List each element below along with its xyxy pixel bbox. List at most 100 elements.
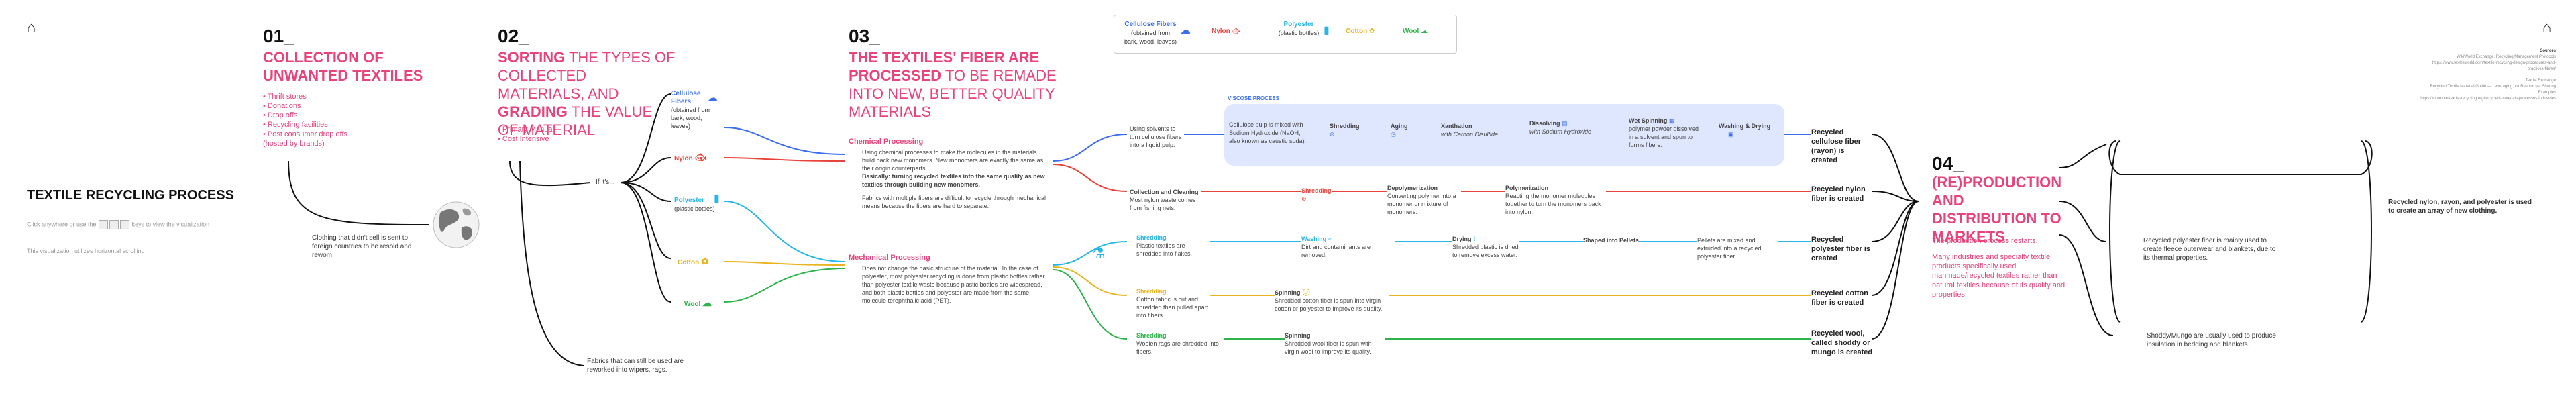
down-key-icon (120, 220, 130, 229)
use-clothing: Recycled nylon, rayon, and polyester is … (2388, 199, 2532, 215)
material-cellulose[interactable]: Cellulose Fibers (obtained from bark, wo… (671, 90, 718, 130)
nylon-depoly-sub: Converting polymer into a monomer or mix… (1387, 193, 1456, 215)
legend-sheep-icon: ☁ (1421, 28, 1428, 35)
legend-polyester: Polyester(plastic bottles) (1275, 21, 1322, 38)
source-line-4[interactable]: Recycled Textile Material Guide — Levera… (2430, 85, 2556, 95)
step2-bullets: • Primary Manual • Cost Intensive (498, 125, 598, 144)
cotton-stage-1: Spinning ◎Shredded cotton fiber is spun … (1275, 287, 1389, 313)
wool-spinning-sub: Shredded wool fiber is spun with virgin … (1285, 340, 1372, 355)
nylon-shredding-label: Shredding (1301, 187, 1332, 194)
fish-icon: 🐟︎ (694, 152, 707, 162)
viscose-aging-label: Aging (1391, 123, 1408, 130)
poly-shredding-label: Shredding (1136, 234, 1167, 241)
result-nylon: Recycled nylon fiber is created (1811, 185, 1866, 203)
cotton-icon: ✿ (701, 256, 709, 266)
chem-title: Chemical Processing (849, 138, 924, 146)
sheep-icon: ☁ (702, 297, 712, 308)
step4-heading-b: AND DISTRIBUTION TO MARKETS (1932, 192, 2061, 245)
sources-block: Sources WikiWorld Exchange, Recycling Ma… (2415, 48, 2556, 102)
mech-text: Does not change the basic structure of t… (862, 265, 1045, 304)
spinner-icon: ▦ (1668, 117, 1675, 124)
material-nylon-label: Nylon (674, 155, 693, 162)
legend-cotton-icon: ✿ (1369, 28, 1375, 35)
cotton-shredding-sub: Cotton fabric is cut and shredded then p… (1136, 296, 1209, 319)
bottle-icon: ▮ (714, 193, 720, 205)
cotton-spool-icon: ◎ (1302, 286, 1311, 297)
use-fleece: Recycled polyester fiber is mainly used … (2143, 237, 2276, 262)
step2-heading-c: GRADING (498, 103, 568, 120)
poly-pellets-label: Shaped into Pellets (1583, 237, 1640, 244)
step2-heading-d: THE VALUE OF MATERIAL (498, 103, 653, 138)
bullet-postconsumer: • Post consumer drop offs (hosted by bra… (263, 130, 347, 148)
viscose-title: VISCOSE PROCESS (1228, 95, 1279, 101)
poly-stage-2: Drying ⌇Shredded plastic is dried to rem… (1452, 235, 1519, 259)
shredder-icon: ⊛ (1330, 131, 1335, 138)
material-nylon[interactable]: Nylon 🐟︎ (674, 152, 707, 163)
material-polyester-label: Polyester (674, 197, 705, 204)
step3-heading-a: THE TEXTILES' FIBER ARE PROCESSED (849, 49, 1040, 84)
material-polyester[interactable]: Polyester (plastic bottles) (674, 197, 715, 213)
cotton-shredding-label: Shredding (1136, 288, 1167, 295)
chem-text3: Fabrics with multiple fibers are difficu… (862, 195, 1046, 209)
material-cellulose-label: Cellulose Fibers (671, 90, 701, 105)
flask-icon: ⚗ (1092, 245, 1106, 262)
poly-shredding-sub: Plastic textiles are shredded into flake… (1136, 242, 1193, 257)
step3-heading: THE TEXTILES' FIBER ARE PROCESSED TO BE … (849, 48, 1063, 121)
mech-title: Mechanical Processing (849, 254, 930, 262)
bullet-recycling: • Recycling facilities (263, 121, 328, 129)
source-line-5[interactable]: https://example-textile-recycling.org/re… (2420, 97, 2556, 101)
step3-heading-b: TO BE REMADE INTO NEW, BETTER QUALITY MA… (849, 67, 1057, 120)
material-wool[interactable]: Wool ☁ (684, 297, 712, 309)
legend-cellulose-label: Cellulose Fibers (1124, 21, 1177, 28)
instruction-post: keys to view the visualization (131, 221, 210, 228)
legend-bottle-icon: ▮ (1324, 25, 1330, 36)
poly-washing-label: Washing (1301, 236, 1327, 242)
result-wool: Recycled wool, called shoddy or mungo is… (1811, 329, 1873, 356)
legend-polyester-label: Polyester (1283, 21, 1314, 28)
step1-bullets: • Thrift stores • Donations • Drop offs … (263, 92, 364, 148)
nylon-lead-sub: Most nylon waste comes from fishing nets… (1130, 197, 1196, 211)
poly-extrude-sub: Pellets are mixed and extruded into a re… (1697, 237, 1762, 260)
sorting-down-line (519, 160, 584, 366)
step2-number: 02_ (498, 25, 529, 46)
cotton-spinning-label: Spinning (1275, 289, 1301, 296)
viscose-shredding-label: Shredding (1330, 123, 1360, 130)
bullet-cost: • Cost Intensive (498, 135, 549, 143)
material-cellulose-sub: (obtained from bark, wood, leaves) (671, 107, 710, 130)
viscose-xanthation-label: Xanthation (1441, 123, 1472, 130)
instruction-pre: Click anywhere or use the (27, 221, 97, 228)
beaker-icon: ▤ (1562, 120, 1568, 127)
step2-heading: SORTING THE TYPES OF COLLECTED MATERIALS… (498, 48, 676, 139)
poly-stage-4: Pellets are mixed and extruded into a re… (1697, 236, 1778, 260)
legend-cotton: Cotton ✿ (1346, 28, 1375, 36)
use-insulation: Shoddy/Mungo are usually used to produce… (2147, 332, 2276, 348)
step2-heading-b: THE TYPES OF COLLECTED MATERIALS, AND (498, 49, 676, 102)
source-line-3[interactable]: Textile Exchange (2525, 79, 2556, 83)
viscose-stage-1: Shredding⊛ (1330, 122, 1360, 138)
poly-stage-1: Washing ≈Dirt and contaminants are remov… (1301, 235, 1395, 259)
source-line-1[interactable]: WikiWorld Exchange, Recycling Management… (2457, 55, 2556, 59)
chemical-processing: Chemical Processing Using chemical proce… (849, 138, 1050, 210)
cotton-spinning-sub: Shredded cotton fiber is spun into virgi… (1275, 297, 1383, 312)
viscose-dissolving-label: Dissolving (1529, 120, 1560, 127)
material-cotton[interactable]: Cotton ✿ (678, 256, 709, 267)
sorting-curve-line (509, 160, 591, 187)
nylon-depoly-label: Depolymerization (1387, 185, 1438, 191)
collection-to-globe-line (288, 160, 430, 225)
tree-icon: ☁ (707, 93, 718, 104)
legend-cellulose-sub: (obtained from bark, wood, leaves) (1124, 30, 1177, 45)
poly-washing-icon: ≈ (1328, 236, 1332, 242)
home-icon-right[interactable]: ⌂ (2542, 19, 2552, 36)
viscose-stage-5: Wet Spinning ▦polymer powder dissolved i… (1629, 117, 1703, 149)
wool-spinning-label: Spinning (1285, 332, 1311, 339)
step4-heading: (RE)PRODUCTION AND DISTRIBUTION TO MARKE… (1932, 173, 2073, 246)
poly-drying-icon: ⌇ (1473, 236, 1477, 242)
wool-shredding-sub: Woolen rags are shredded into fibers. (1136, 340, 1219, 355)
source-line-2[interactable]: https://www.textileworld.com/textile-rec… (2432, 61, 2556, 71)
nylon-lead-label: Collection and Cleaning (1130, 189, 1199, 195)
home-icon[interactable]: ⌂ (27, 19, 36, 36)
